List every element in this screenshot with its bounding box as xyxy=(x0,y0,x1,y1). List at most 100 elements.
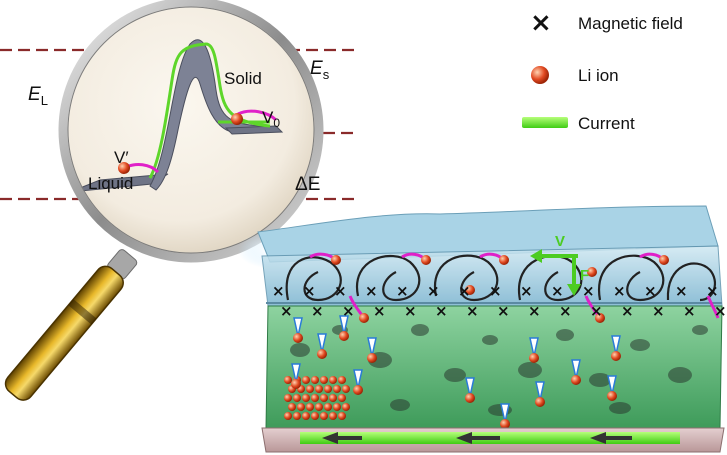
magnetic-field-cross: × xyxy=(373,302,386,320)
li-ion xyxy=(338,376,346,384)
li-ion xyxy=(611,351,621,361)
li-ion xyxy=(465,393,475,403)
ion-cluster xyxy=(284,376,350,420)
li-ion xyxy=(367,353,377,363)
magnetic-field-cross: × xyxy=(590,302,603,320)
magnetic-field-cross: × xyxy=(280,302,293,320)
lens-rim xyxy=(58,0,324,263)
li-ion xyxy=(302,376,310,384)
ion-drift-arrow xyxy=(500,403,510,423)
ion-drift-arrow xyxy=(367,337,377,357)
li-ion xyxy=(353,385,363,395)
li-ion xyxy=(311,394,319,402)
lens-content xyxy=(69,39,284,193)
current-arrows xyxy=(322,432,632,444)
magnetic-field-cross: × xyxy=(342,302,355,320)
magnetic-field-cross: × xyxy=(311,302,324,320)
li-ion xyxy=(306,385,314,393)
magnetic-field-cross: × xyxy=(714,302,727,320)
li-ion xyxy=(421,255,431,265)
magnetic-field-cross: × xyxy=(396,282,409,300)
magnetic-field-cross: × xyxy=(435,302,448,320)
legend-current-icon xyxy=(522,117,568,128)
magnetic-field-cross: × xyxy=(621,302,634,320)
magnetic-field-cross: × xyxy=(497,302,510,320)
device: ×××××××××××××××××××××××××××××× V F xyxy=(238,205,727,453)
magnetic-field-cross: × xyxy=(303,282,316,300)
li-ion xyxy=(333,403,341,411)
li-ion xyxy=(306,403,314,411)
spiral-trajectories xyxy=(285,254,717,302)
magnetic-field-cross: × xyxy=(365,282,378,300)
transport-path xyxy=(148,42,271,179)
li-ion xyxy=(338,412,346,420)
ion-drift-arrow xyxy=(611,335,621,355)
li-ion xyxy=(288,403,296,411)
legend-magnetic-field: Magnetic field xyxy=(578,14,683,33)
magnetic-field-cross: × xyxy=(458,282,471,300)
ion-drift-arrow xyxy=(465,377,475,397)
ion-vprime xyxy=(118,162,130,174)
li-ion xyxy=(311,412,319,420)
solid-label: Solid xyxy=(224,69,262,88)
magnetic-field-cross: × xyxy=(404,302,417,320)
force-label: F xyxy=(580,267,589,284)
li-ion xyxy=(315,403,323,411)
li-ion xyxy=(499,255,509,265)
li-ion xyxy=(465,285,475,295)
magnifier: Solid Liquid V0 V′ xyxy=(4,0,324,401)
li-ion xyxy=(324,385,332,393)
li-ion xyxy=(320,394,328,402)
li-ion xyxy=(315,385,323,393)
li-ion xyxy=(500,419,510,429)
ion-drift-arrow xyxy=(353,369,363,389)
li-ion xyxy=(317,349,327,359)
li-ion xyxy=(302,412,310,420)
li-ion xyxy=(293,333,303,343)
legend: × Magnetic field Li ion Current xyxy=(522,8,683,133)
li-ion xyxy=(320,376,328,384)
ion-drift-arrow xyxy=(535,381,545,401)
li-ion xyxy=(302,394,310,402)
li-ion xyxy=(329,376,337,384)
lens-glass xyxy=(63,2,319,258)
li-ion xyxy=(331,255,341,265)
li-ion xyxy=(595,313,605,323)
legend-current: Current xyxy=(578,114,635,133)
vprime-label: V′ xyxy=(114,148,129,167)
ion-drift-arrow xyxy=(607,375,617,395)
magnetic-field-cross: × xyxy=(675,282,688,300)
magnetic-field-cross: × xyxy=(489,282,502,300)
li-ion xyxy=(284,394,292,402)
ion-drift-arrow xyxy=(571,359,581,379)
li-ion xyxy=(535,397,545,407)
li-ion xyxy=(320,412,328,420)
li-ion xyxy=(529,353,539,363)
li-ion xyxy=(342,403,350,411)
es-label: Es xyxy=(310,58,330,82)
magnetic-field-cross: × xyxy=(334,282,347,300)
ion-v0 xyxy=(231,113,243,125)
li-ion xyxy=(284,412,292,420)
li-ion xyxy=(293,394,301,402)
magnetic-field-cross: × xyxy=(272,282,285,300)
magnetic-field-cross: × xyxy=(683,302,696,320)
magnetic-field-cross: × xyxy=(551,282,564,300)
v0-label: V0 xyxy=(262,108,280,130)
magnetic-field-cross: × xyxy=(613,282,626,300)
el-label: EL xyxy=(28,84,48,108)
ion-drift-arrow xyxy=(317,333,327,353)
li-ion xyxy=(339,331,349,341)
liquid-label: Liquid xyxy=(88,174,133,193)
li-ion xyxy=(342,385,350,393)
li-ion xyxy=(311,376,319,384)
li-ion xyxy=(297,403,305,411)
legend-li-ion: Li ion xyxy=(578,66,619,85)
electrolyte-top xyxy=(257,205,719,263)
li-ion xyxy=(338,394,346,402)
li-ion xyxy=(284,376,292,384)
magnetic-field-cross: × xyxy=(706,282,719,300)
li-ion xyxy=(571,375,581,385)
li-ion xyxy=(587,267,597,277)
